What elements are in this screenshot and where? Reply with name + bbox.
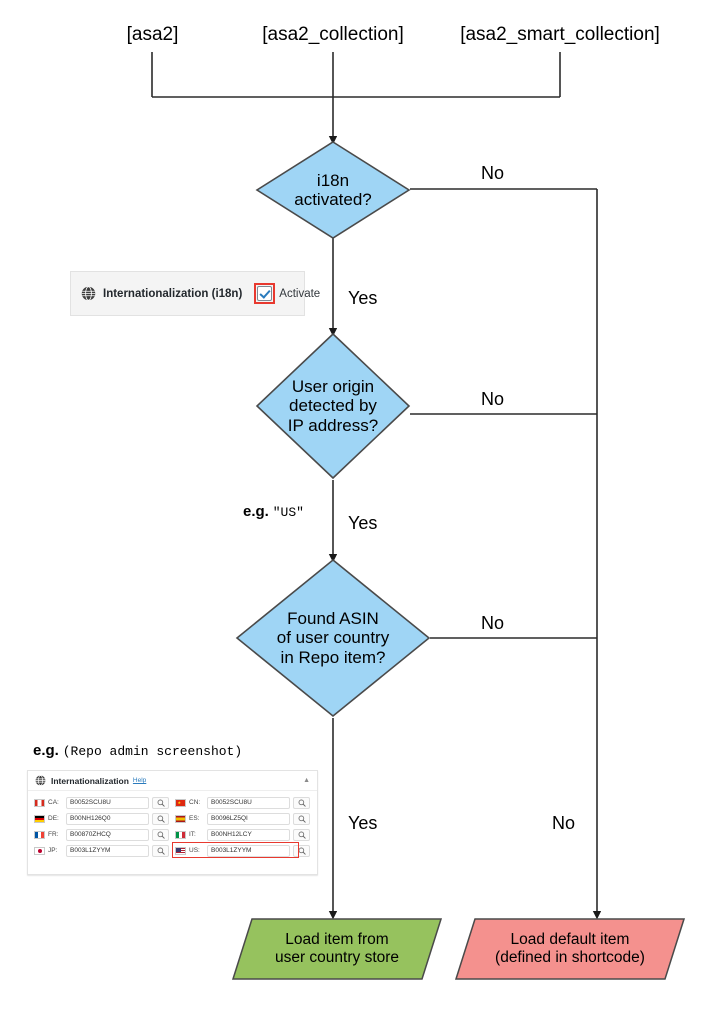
branch-label-no-3: No [481,613,505,633]
flag-cn: ★ [175,798,186,807]
terminator-load-user-country-label: Load item from user country store [274,930,400,966]
table-row: ★ CN: B0052SCU8U [175,796,310,809]
asin-input[interactable]: B00NH126Q0 [66,812,149,825]
search-button[interactable] [152,812,169,825]
annotation-repo-example-prefix: e.g. [33,742,59,759]
flag-ca [34,798,45,807]
annotation-ip-example: e.g. "US" [243,503,304,520]
search-icon [157,815,165,823]
caret-up-icon[interactable]: ▲ [303,777,310,784]
table-row: FR: B00870ZHCQ [34,828,169,841]
country-code: IT: [189,831,196,838]
country-code: CA: [48,799,59,806]
branch-label-no-1: No [481,163,505,183]
terminator-load-default: Load default item (defined in shortcode) [454,918,686,980]
search-icon [298,815,306,823]
table-row: JP: B003L1ZYYM [34,844,169,857]
entry-node-asa2-collection: [asa2_collection] [240,24,426,46]
search-button[interactable] [152,796,169,809]
search-button[interactable] [293,796,310,809]
flag-us [175,846,186,855]
i18n-activate-widget: Internationalization (i18n) Activate [70,271,320,316]
repo-admin-column-left: CA: B0052SCU8U DE: B00NH126Q0 [34,796,169,857]
annotation-ip-example-value: "US" [272,505,304,520]
repo-admin-header: Internationalization Help ▲ [28,771,317,791]
decision-user-origin-ip-label: User origin detected by IP address? [287,377,379,435]
annotation-ip-example-prefix: e.g. [243,503,269,520]
search-icon [157,847,165,855]
country-code: US: [189,847,200,854]
repo-admin-body: CA: B0052SCU8U DE: B00NH126Q0 [28,791,317,863]
search-button[interactable] [293,828,310,841]
annotation-repo-example-value: (Repo admin screenshot) [62,744,243,759]
search-button[interactable] [293,844,310,857]
entry-node-asa2: [asa2] [60,24,245,46]
activate-checkbox-label: Activate [279,287,321,300]
repo-admin-column-right: ★ CN: B0052SCU8U ES: B0096LZ5QI [172,796,310,858]
table-row: DE: B00NH126Q0 [34,812,169,825]
entry-node-asa2-collection-label: [asa2_collection] [262,24,404,45]
search-icon [298,799,306,807]
branch-label-no-final: No [552,813,576,833]
flag-jp [34,846,45,855]
decision-i18n-activated-label: i18n activated? [294,170,372,209]
parallelogram-shape [454,918,686,980]
country-code: ES: [189,815,200,822]
activate-checkbox[interactable] [257,286,273,301]
flag-it [175,830,186,839]
country-code: JP: [48,847,58,854]
asin-input[interactable]: B003L1ZYYM [66,844,149,857]
activate-checkbox-highlight [254,283,276,304]
search-button[interactable] [152,828,169,841]
decision-found-asin-label: Found ASIN of user country in Repo item? [276,609,390,667]
i18n-widget-label: Internationalization (i18n) [103,287,243,300]
asin-input[interactable]: B00NH12LCY [207,828,290,841]
table-row-highlighted: US: B003L1ZYYM [172,842,310,858]
repo-admin-title: Internationalization [51,775,129,786]
search-button[interactable] [293,812,310,825]
search-icon [298,847,306,855]
country-code: FR: [48,831,59,838]
flag-es [175,814,186,823]
branch-label-yes-2: Yes [348,513,378,533]
flag-de [34,814,45,823]
branch-label-yes-1: Yes [348,288,378,308]
terminator-load-user-country: Load item from user country store [231,918,443,980]
table-row: IT: B00NH12LCY [175,828,310,841]
asin-input[interactable]: B0052SCU8U [207,796,290,809]
decision-i18n-activated: i18n activated? [255,140,411,240]
entry-node-asa2-label: [asa2] [126,24,179,45]
branch-label-no-2: No [481,389,505,409]
search-icon [298,831,306,839]
decision-user-origin-ip: User origin detected by IP address? [255,332,411,480]
decision-diamond-shape [235,558,431,718]
search-icon [157,799,165,807]
decision-diamond-shape [255,141,411,239]
globe-icon [35,775,46,786]
globe-icon [81,286,96,301]
terminator-load-default-label: Load default item (defined in shortcode) [495,930,645,966]
search-icon [157,831,165,839]
country-code: CN: [189,799,201,806]
search-button[interactable] [152,844,169,857]
entry-node-asa2-smart-collection: [asa2_smart_collection] [430,24,690,46]
parallelogram-shape [231,918,443,980]
repo-admin-help-link[interactable]: Help [132,777,147,784]
decision-diamond-shape [255,332,411,480]
repo-admin-panel: Internationalization Help ▲ CA: B0052SCU… [27,770,318,875]
asin-input[interactable]: B003L1ZYYM [207,844,290,857]
country-code: DE: [48,815,59,822]
asin-input[interactable]: B00870ZHCQ [66,828,149,841]
table-row: CA: B0052SCU8U [34,796,169,809]
table-row: ES: B0096LZ5QI [175,812,310,825]
decision-found-asin: Found ASIN of user country in Repo item? [235,558,431,718]
flag-fr [34,830,45,839]
annotation-repo-example: e.g. (Repo admin screenshot) [33,742,242,759]
asin-input[interactable]: B0052SCU8U [66,796,149,809]
asin-input[interactable]: B0096LZ5QI [207,812,290,825]
entry-node-asa2-smart-collection-label: [asa2_smart_collection] [460,24,660,45]
branch-label-yes-3: Yes [348,813,378,833]
